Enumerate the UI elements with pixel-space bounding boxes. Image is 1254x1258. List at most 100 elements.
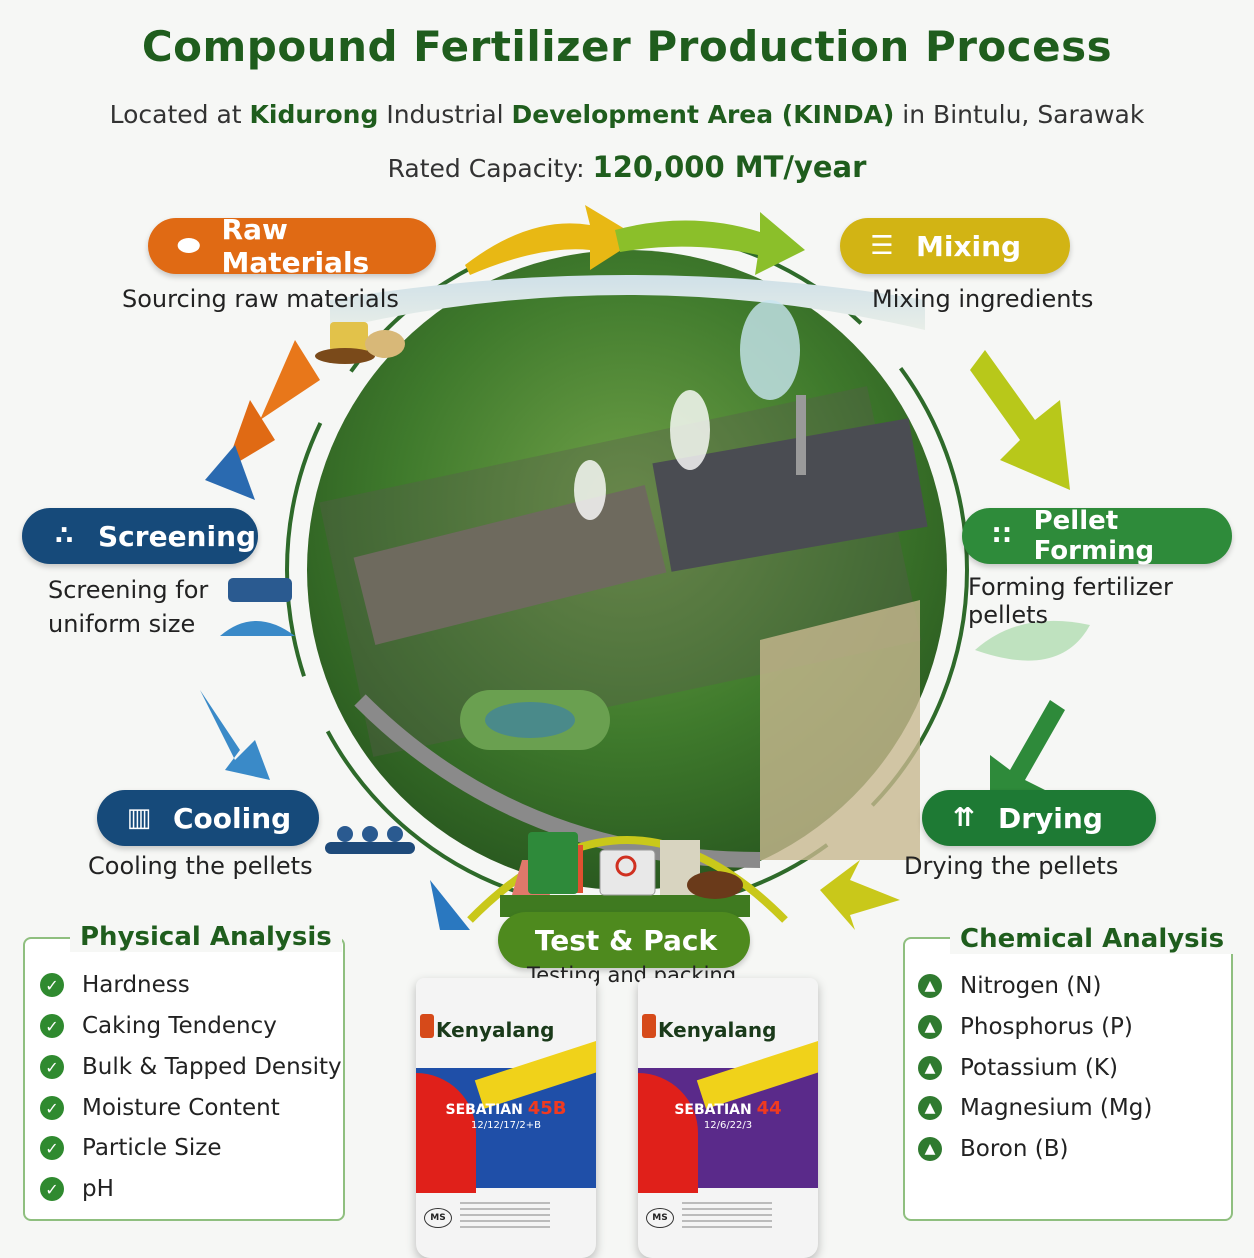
physical-item: ✓ Bulk & Tapped Density xyxy=(40,1054,342,1080)
bag-fine-print xyxy=(460,1202,550,1232)
flask-icon: ▲ xyxy=(918,1096,942,1120)
bag-brand: Kenyalang xyxy=(658,1018,777,1042)
arrow-top-2 xyxy=(615,212,805,275)
step-caption: Cooling the pellets xyxy=(88,852,313,880)
check-icon: ✓ xyxy=(40,973,64,997)
plant-aerial-image xyxy=(307,250,947,890)
check-icon: ✓ xyxy=(40,1136,64,1160)
step-label: Pellet Forming xyxy=(1033,506,1155,566)
step-caption: Forming fertilizer pellets xyxy=(968,573,1173,629)
item-label: Potassium (K) xyxy=(960,1055,1118,1081)
chemical-item: ▲ Nitrogen (N) xyxy=(918,973,1101,999)
location-middle: Industrial xyxy=(378,100,512,129)
item-label: Caking Tendency xyxy=(82,1013,277,1039)
brand-logo xyxy=(420,1014,434,1038)
page-title: Compound Fertilizer Production Process xyxy=(141,22,1113,71)
dryer-icon: ⇈ xyxy=(953,803,975,833)
fertilizer-bag-44: Kenyalang SEBATIAN 44 12/6/22/3 MS xyxy=(638,978,818,1258)
leaf-icon xyxy=(975,620,1090,661)
location-prefix: Located at xyxy=(109,100,250,129)
item-label: Boron (B) xyxy=(960,1136,1069,1162)
item-label: Magnesium (Mg) xyxy=(960,1095,1153,1121)
step-caption: Sourcing raw materials xyxy=(122,285,399,313)
bag-code: 44 xyxy=(756,1098,782,1119)
bag-formula: 12/12/17/2+B xyxy=(471,1120,541,1131)
cooler-icon: ▥ xyxy=(126,803,152,833)
step-cooling: ▥ Cooling xyxy=(97,790,319,846)
step-label: Test & Pack xyxy=(534,923,718,957)
bag-name: SEBATIAN xyxy=(674,1102,757,1118)
bag-product-name: SEBATIAN 45B xyxy=(416,1098,596,1119)
check-icon: ✓ xyxy=(40,1096,64,1120)
brand-logo xyxy=(642,1014,656,1038)
arrow-to-pellet-forming xyxy=(970,350,1070,490)
chemical-analysis-title: Chemical Analysis xyxy=(950,924,1235,954)
check-icon: ✓ xyxy=(40,1177,64,1201)
location-suffix: in Bintulu, Sarawak xyxy=(894,100,1145,129)
flask-icon: ▲ xyxy=(918,1137,942,1161)
item-label: Phosphorus (P) xyxy=(960,1014,1133,1040)
location-place: Kidurong xyxy=(249,100,379,129)
step-label: Raw Materials xyxy=(221,213,370,279)
step-caption: Drying the pellets xyxy=(904,852,1119,880)
physical-analysis-title: Physical Analysis xyxy=(70,922,342,952)
bag-formula: 12/6/22/3 xyxy=(703,1120,753,1131)
screen-icon: ∴ xyxy=(54,521,74,551)
bag-fine-print xyxy=(682,1202,772,1232)
step-label: Mixing xyxy=(916,229,1022,263)
physical-item: ✓ Moisture Content xyxy=(40,1095,280,1121)
bag-product-name: SEBATIAN 44 xyxy=(638,1098,818,1119)
step-label: Screening xyxy=(98,519,257,553)
cooling-illustration xyxy=(325,826,415,854)
check-icon: ✓ xyxy=(40,1055,64,1079)
step-test-pack: Test & Pack xyxy=(498,912,750,968)
screening-illustration xyxy=(220,578,295,636)
check-icon: ✓ xyxy=(40,1014,64,1038)
chemical-item: ▲ Boron (B) xyxy=(918,1136,1069,1162)
step-label: Drying xyxy=(998,801,1103,835)
capacity-value: 120,000 MT/year xyxy=(592,150,867,184)
location-line: Located at Kidurong Industrial Developme… xyxy=(0,100,1254,129)
item-label: Nitrogen (N) xyxy=(960,973,1102,999)
step-caption: Mixing ingredients xyxy=(872,285,1094,313)
physical-item: ✓ Caking Tendency xyxy=(40,1013,277,1039)
step-label: Cooling xyxy=(173,801,292,835)
arrow-top-1 xyxy=(465,205,640,275)
step-caption: Screening for uniform size xyxy=(48,576,209,638)
item-label: pH xyxy=(82,1176,114,1202)
location-area: Development Area (KINDA) xyxy=(511,100,895,129)
physical-item: ✓ pH xyxy=(40,1176,114,1202)
raw-materials-illustration xyxy=(315,322,405,364)
physical-item: ✓ Hardness xyxy=(40,972,190,998)
item-label: Hardness xyxy=(82,972,190,998)
ms-certification-mark: MS xyxy=(646,1208,674,1228)
item-label: Moisture Content xyxy=(82,1095,280,1121)
step-mixing: ☰ Mixing xyxy=(840,218,1070,274)
chemical-item: ▲ Magnesium (Mg) xyxy=(918,1095,1152,1121)
item-label: Particle Size xyxy=(82,1135,222,1161)
ms-certification-mark: MS xyxy=(424,1208,452,1228)
flask-icon: ▲ xyxy=(918,1056,942,1080)
chemical-item: ▲ Phosphorus (P) xyxy=(918,1014,1133,1040)
flask-icon: ▲ xyxy=(918,1015,942,1039)
pellet-machine-icon: ∷ xyxy=(992,521,1011,551)
flask-icon: ▲ xyxy=(918,974,942,998)
physical-item: ✓ Particle Size xyxy=(40,1135,222,1161)
step-pellet-forming: ∷ Pellet Forming xyxy=(962,506,1232,566)
arrow-bottom-left xyxy=(430,880,470,930)
capacity-line: Rated Capacity: 120,000 MT/year xyxy=(0,150,1254,184)
arrow-blue-up xyxy=(205,445,255,500)
step-screening: ∴ Screening xyxy=(22,508,258,564)
bag-name: SEBATIAN xyxy=(445,1102,528,1118)
beans-icon: ⬬ xyxy=(177,230,200,261)
item-label: Bulk & Tapped Density xyxy=(82,1054,342,1080)
chemical-item: ▲ Potassium (K) xyxy=(918,1055,1118,1081)
capacity-label: Rated Capacity: xyxy=(387,154,593,183)
step-raw-materials: ⬬ Raw Materials xyxy=(148,213,436,279)
step-drying: ⇈ Drying xyxy=(922,790,1156,846)
physical-analysis-panel xyxy=(23,937,345,1221)
arrow-bottom-right xyxy=(820,860,900,930)
bag-code: 45B xyxy=(527,1098,567,1119)
lab-equipment-illustration xyxy=(500,832,750,917)
